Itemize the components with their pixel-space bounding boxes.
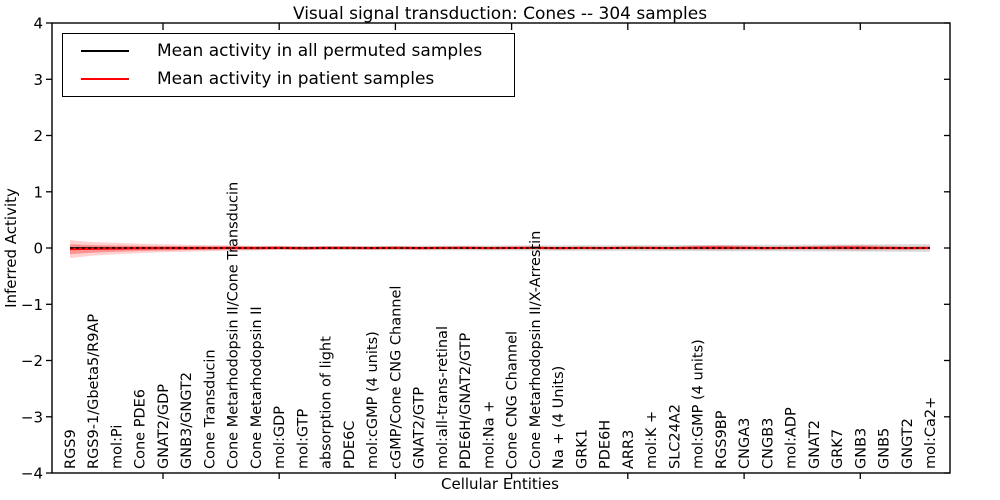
x-category-label: GRK1 [574,429,590,469]
y-tick-label: −2 [21,352,43,370]
x-category-label: RGS9 [63,429,79,469]
y-tick-label: −4 [21,465,43,483]
x-category-label: SLC24A2 [667,404,683,469]
x-category-label: mol:Na + [481,401,497,469]
x-category-label: Cone Transducin [203,349,219,469]
chart-title: Visual signal transduction: Cones -- 304… [292,4,708,24]
legend-entry-permuted: Mean activity in all permuted samples [63,41,514,61]
x-category-label: mol:GTP [295,409,311,469]
y-tick-label: −1 [21,296,43,314]
x-category-label: GNAT2/GTP [412,387,428,469]
x-category-label: CNGA3 [737,418,753,469]
x-category-label: cGMP/Cone CNG Channel [388,286,404,469]
x-category-label: GNB3 [853,428,869,469]
x-category-label: Cone PDE6 [133,389,149,469]
x-category-label: mol:all-trans-retinal [435,326,451,469]
patient-ci-band-outer [70,240,930,259]
x-category-label: RGS9-1/Gbeta5/R9AP [86,314,102,469]
x-category-label: GNB5 [877,428,893,469]
x-category-label: mol:K + [644,411,660,469]
y-tick-label: 0 [33,240,43,258]
x-category-label: ARR3 [621,430,637,469]
permuted-line-swatch [81,50,129,53]
x-category-label: Cone Metarhodopsin II [249,306,265,469]
x-category-label: mol:ADP [784,407,800,469]
patient-line-swatch [81,77,129,80]
x-category-label: mol:GDP [272,406,288,469]
x-category-label: Na + (4 Units) [551,366,567,469]
x-axis-title: Cellular Entities [441,475,559,493]
x-category-label: absorption of light [319,336,335,469]
x-category-label: Cone Metarhodopsin II/X-Arrestin [528,231,544,469]
x-category-label: GRK7 [830,429,846,469]
y-tick-label: 2 [33,127,43,145]
x-category-label: GNB3/GNGT2 [179,372,195,469]
x-category-label: Cone Metarhodopsin II/Cone Transducin [226,182,242,469]
x-category-label: PDE6H [598,420,614,469]
legend-label-patient: Mean activity in patient samples [157,68,435,89]
x-category-label: GNGT2 [900,418,916,469]
y-tick-label: −3 [21,408,43,426]
legend-entry-patient: Mean activity in patient samples [63,69,514,89]
x-category-label: GNAT2/GDP [156,384,172,469]
y-tick-label: 3 [33,71,43,89]
x-category-label: mol:Pi [110,425,126,469]
x-category-label: mol:cGMP (4 units) [365,331,381,469]
y-tick-label: 4 [33,15,43,33]
x-category-label: PDE6C [342,421,358,469]
x-category-label: Cone CNG Channel [505,331,521,469]
x-category-label: GNAT2 [807,420,823,469]
legend-label-permuted: Mean activity in all permuted samples [157,41,483,62]
x-category-label: mol:GMP (4 units) [691,339,707,469]
x-category-label: CNGB3 [760,418,776,469]
x-category-label: RGS9BP [714,410,730,469]
legend-box: Mean activity in all permuted samples Me… [62,33,515,97]
x-category-label: mol:Ca2+ [923,397,939,469]
y-tick-label: 1 [33,183,43,201]
y-axis-title: Inferred Activity [2,188,20,308]
x-category-label: PDE6H/GNAT2/GTP [458,332,474,469]
